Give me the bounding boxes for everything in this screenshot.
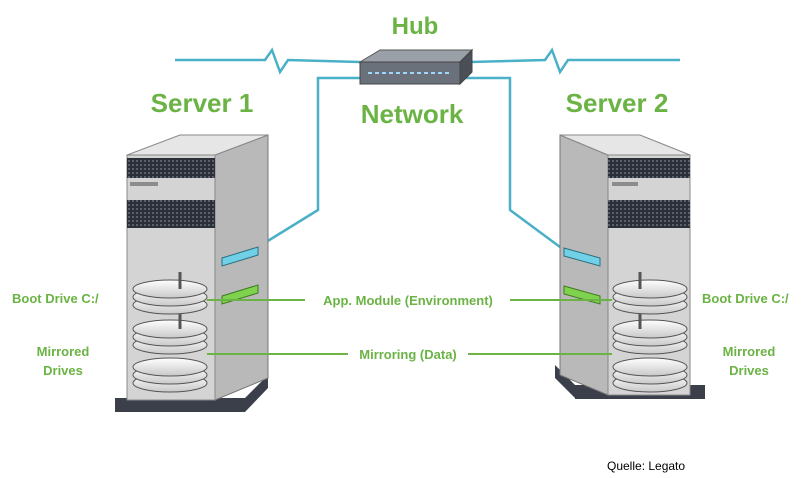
server-1-boot-label: Boot Drive C:/ [12, 291, 99, 306]
server-1-mirror-label-line2: Drives [43, 363, 83, 378]
server-2-mirror-label-line2: Drives [729, 363, 769, 378]
app-module-label: App. Module (Environment) [323, 293, 493, 308]
server-1-mirrored-drives [132, 314, 208, 393]
network-label: Network [361, 99, 464, 129]
server-2-mirrored-drives [612, 314, 688, 393]
server-2-mirror-label-line1: Mirrored [723, 344, 776, 359]
source-credit: Quelle: Legato [607, 459, 685, 473]
hub-device [358, 48, 474, 86]
server-2-boot-label: Boot Drive C:/ [702, 291, 789, 306]
server-1-mirror-label-line1: Mirrored [37, 344, 90, 359]
server-1-tower [115, 134, 269, 412]
connection-lines [207, 299, 612, 355]
hub-title: Hub [392, 13, 439, 40]
mirroring-label: Mirroring (Data) [359, 347, 457, 362]
server-1-title: Server 1 [151, 88, 254, 118]
server-2-boot-drive [612, 272, 688, 315]
network-backbone [175, 47, 680, 249]
server-2-title: Server 2 [566, 88, 669, 118]
server-1-boot-drive [132, 272, 208, 315]
